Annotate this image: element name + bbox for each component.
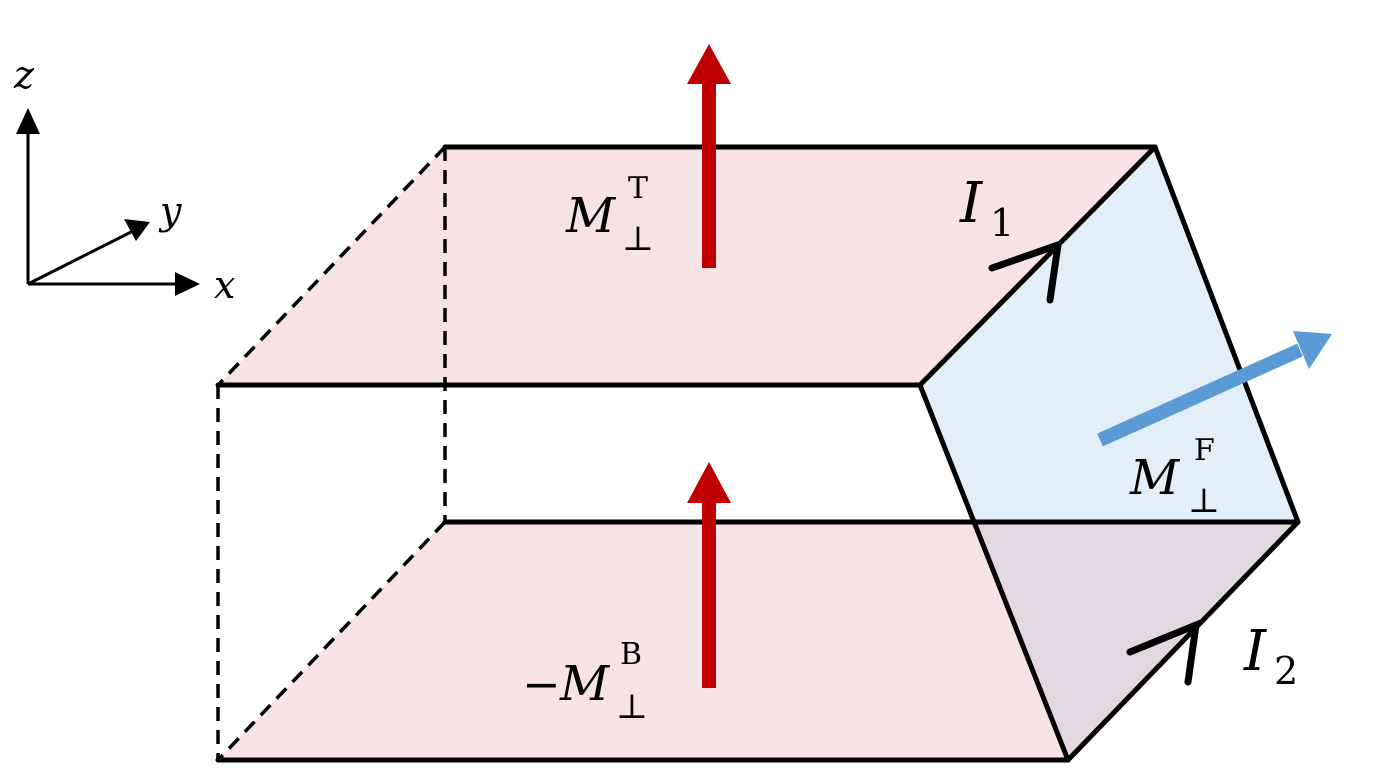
svg-text:M: M [1129, 450, 1181, 506]
z-axis-label: z [13, 53, 35, 97]
svg-text:⊥: ⊥ [616, 687, 648, 727]
svg-text:2: 2 [1274, 649, 1298, 693]
top-surface-face [218, 147, 1155, 385]
visible-edges [215, 144, 1301, 763]
side-surface-lower-face [975, 522, 1298, 760]
coordinate-axes [16, 108, 200, 296]
side-magnetization-label: M F ⊥ [1129, 433, 1220, 521]
current-2-chevron [1126, 619, 1201, 686]
svg-text:M: M [559, 656, 611, 712]
bottom-magnetization-arrow [687, 462, 731, 688]
x-axis-label: x [214, 263, 235, 307]
current-1-chevron [988, 239, 1063, 304]
side-surface-face [920, 147, 1298, 522]
hidden-edges [216, 145, 447, 762]
current-1-label: I 1 [959, 171, 1014, 245]
svg-text:F: F [1194, 433, 1215, 468]
svg-text:I: I [959, 171, 984, 236]
top-magnetization-label: M T ⊥ [565, 171, 654, 259]
y-axis-label: y [158, 189, 182, 233]
svg-text:−: − [522, 657, 561, 711]
svg-text:I: I [1243, 619, 1268, 684]
current-2-label: I 2 [1243, 619, 1298, 693]
svg-text:⊥: ⊥ [1188, 481, 1220, 521]
svg-text:T: T [628, 171, 648, 206]
svg-text:M: M [565, 188, 617, 244]
svg-text:1: 1 [990, 201, 1014, 245]
top-magnetization-arrow [687, 44, 731, 268]
side-magnetization-arrow [1097, 331, 1332, 447]
bottom-magnetization-label: − M B ⊥ [522, 637, 648, 727]
svg-text:⊥: ⊥ [622, 219, 654, 259]
svg-text:B: B [620, 637, 642, 672]
